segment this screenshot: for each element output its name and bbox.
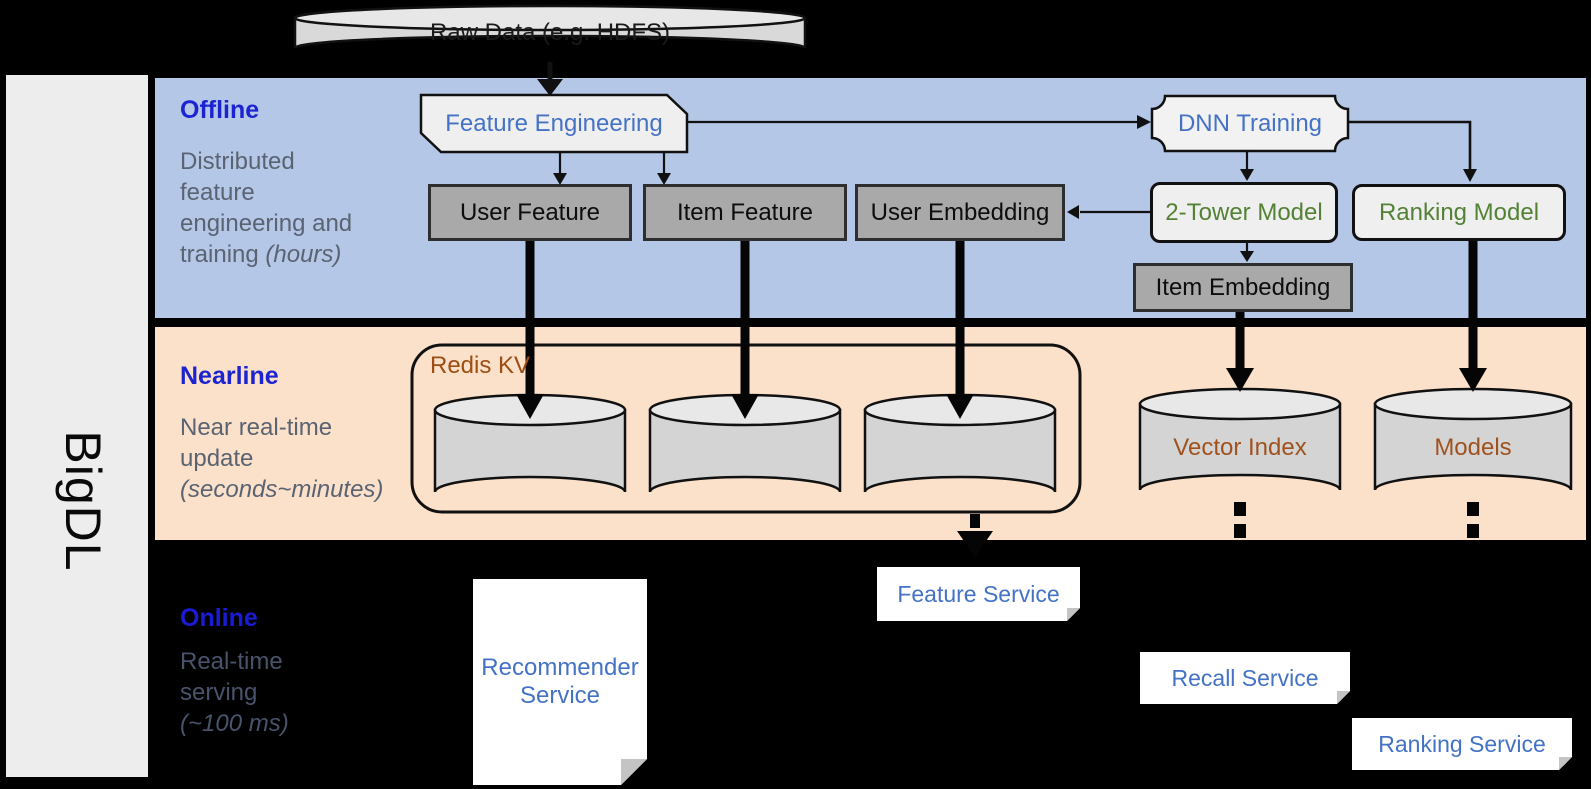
ranking-service-node: Ranking Service bbox=[1352, 718, 1572, 770]
feature-service-label: Feature Service bbox=[897, 580, 1060, 607]
vector-index-label: Vector Index bbox=[1173, 434, 1307, 461]
dnn-training-shape bbox=[1150, 94, 1350, 153]
raw-data-label: Raw Data (e.g. HDFS) bbox=[429, 19, 671, 46]
recommender-service-label: Recommender Service bbox=[481, 654, 639, 709]
document-shape bbox=[1140, 652, 1350, 704]
document-shape bbox=[1352, 718, 1572, 770]
thin-arrows bbox=[537, 62, 1477, 262]
thick-flows bbox=[516, 241, 1487, 557]
user-embedding-node: User Embedding bbox=[855, 184, 1065, 241]
ranking-service-label: Ranking Service bbox=[1378, 730, 1546, 757]
document-shape bbox=[473, 579, 647, 785]
nearline-title: Nearline bbox=[180, 362, 279, 390]
raw-data-cylinder-shape bbox=[293, 4, 807, 49]
ranking-model-node: Ranking Model bbox=[1352, 184, 1566, 241]
user-feature-node: User Feature bbox=[428, 184, 632, 241]
offline-title: Offline bbox=[180, 96, 260, 124]
models-cylinder bbox=[1373, 387, 1573, 491]
vector-index-cylinder bbox=[1138, 387, 1342, 491]
recall-service-label: Recall Service bbox=[1171, 664, 1319, 691]
document-shape bbox=[877, 567, 1080, 621]
two-tower-model-node: 2-Tower Model bbox=[1150, 182, 1338, 243]
dnn-training-node: DNN Training bbox=[1177, 109, 1323, 137]
online-description: Real-time serving (~100 ms) bbox=[180, 648, 289, 737]
nearline-description: Near real-time update (seconds~minutes) bbox=[180, 414, 384, 503]
online-title: Online bbox=[180, 604, 258, 632]
item-embedding-node: Item Embedding bbox=[1133, 263, 1353, 312]
offline-description: Distributed feature engineering and trai… bbox=[180, 148, 353, 268]
recommender-service-node: Recommender Service bbox=[473, 579, 647, 785]
feature-service-node: Feature Service bbox=[877, 567, 1080, 621]
models-label: Models bbox=[1434, 434, 1512, 461]
recall-service-node: Recall Service bbox=[1140, 652, 1350, 704]
feature-engineering-node: Feature Engineering bbox=[445, 109, 663, 137]
redis-kv-label: Redis KV bbox=[430, 352, 531, 379]
item-feature-node: Item Feature bbox=[643, 184, 847, 241]
feature-engineering-shape bbox=[419, 93, 689, 154]
redis-cylinder-2 bbox=[648, 393, 842, 493]
bigdl-sidebar: BigDL bbox=[6, 75, 148, 777]
